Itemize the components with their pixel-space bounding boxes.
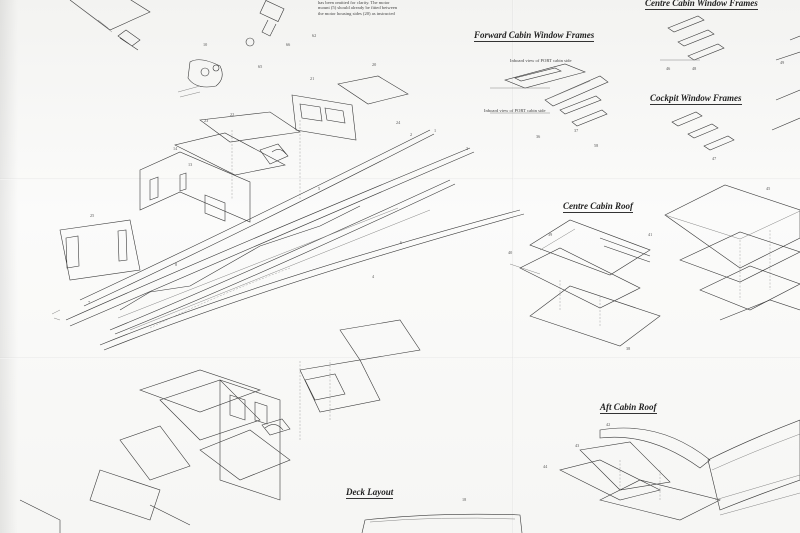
part-number: 2 <box>410 132 413 137</box>
deck-layout-drawing <box>361 513 523 533</box>
aft-cabin-roof-drawing <box>559 419 800 521</box>
part-number: 6 <box>400 240 403 245</box>
part-number: 48 <box>692 66 697 71</box>
part-number: 40 <box>508 250 513 255</box>
part-number: 8 <box>175 262 178 267</box>
part-number: 36 <box>536 134 541 139</box>
motor-parts-drawing <box>69 0 285 98</box>
sheet-edge-shadow <box>0 0 18 533</box>
heading-cockpit-window-frames: Cockpit Window Frames <box>650 93 742 105</box>
part-number: 45 <box>766 186 771 191</box>
heading-centre-cabin-window-frames: Centre Cabin Window Frames <box>645 0 758 10</box>
part-number: 42 <box>606 422 611 427</box>
part-number: 1 <box>434 128 437 133</box>
part-number: 7 <box>88 300 91 305</box>
cockpit-window-frames-drawing <box>671 89 800 151</box>
heading-forward-cabin-window-frames: Forward Cabin Window Frames <box>474 30 595 42</box>
part-number: 43 <box>575 443 580 448</box>
centre-roof-panel-drawing <box>664 184 800 321</box>
caption-port-cabin-side: Inboard view of PORT cabin side <box>510 58 572 63</box>
part-number: 23 <box>204 118 209 123</box>
forward-cabin-window-frames-drawing <box>490 63 609 127</box>
part-number: 46 <box>666 66 671 71</box>
part-number: 13 <box>188 162 193 167</box>
heading-deck-layout: Deck Layout <box>346 487 394 499</box>
part-number: 5 <box>318 186 321 191</box>
caption-port-cabin-side: Inboard view of PORT cabin side <box>484 108 546 113</box>
centre-cabin-window-frames-drawing <box>660 15 800 61</box>
heading-aft-cabin-roof: Aft Cabin Roof <box>600 402 657 414</box>
fold-line-horizontal <box>0 357 800 359</box>
part-number: 3 <box>466 146 469 151</box>
part-number: 25 <box>90 213 95 218</box>
part-number: 14 <box>173 146 178 151</box>
part-number: 62 <box>312 33 317 38</box>
part-number: 49 <box>780 60 785 65</box>
centre-cabin-roof-drawing <box>509 219 661 347</box>
part-number: 38 <box>626 346 631 351</box>
part-number: 65 <box>258 64 263 69</box>
part-number: 66 <box>286 42 291 47</box>
part-number: 24 <box>396 120 401 125</box>
part-number: 44 <box>543 464 548 469</box>
part-number: 4 <box>372 274 375 279</box>
part-number: 10 <box>203 42 208 47</box>
hull-stringers-drawing <box>51 129 525 351</box>
heading-centre-cabin-roof: Centre Cabin Roof <box>563 201 634 213</box>
part-number: 22 <box>230 112 235 117</box>
motor-housing-upper-drawing <box>139 75 409 223</box>
motor-note: has been omitted for clarity. The motor … <box>318 0 398 16</box>
fold-line-horizontal <box>0 178 800 180</box>
part-number: 58 <box>594 143 599 148</box>
part-number: 39 <box>548 232 553 237</box>
part-number: 37 <box>574 128 579 133</box>
fold-line-vertical <box>512 0 514 533</box>
part-number: 47 <box>712 156 717 161</box>
part-number: 20 <box>372 62 377 67</box>
part-number: 41 <box>648 232 653 237</box>
part-number: 18 <box>462 497 467 502</box>
part-number: 21 <box>310 76 315 81</box>
motor-housing-lower-drawing <box>19 319 421 533</box>
